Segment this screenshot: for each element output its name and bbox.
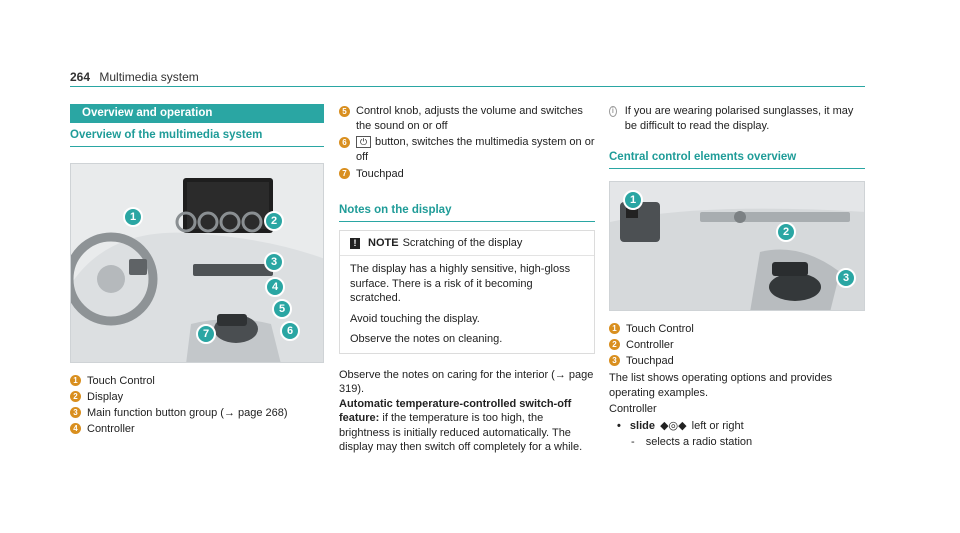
number-badge: 4 bbox=[70, 423, 81, 434]
options-paragraph: The list shows operating options and pro… bbox=[609, 372, 833, 399]
dash-marker: - bbox=[631, 436, 635, 448]
callout-1: 1 bbox=[623, 190, 643, 210]
overview-heading: Overview of the multimedia system bbox=[70, 129, 324, 147]
number-badge: 5 bbox=[339, 106, 350, 117]
number-badge: 2 bbox=[609, 339, 620, 350]
number-badge: 1 bbox=[609, 323, 620, 334]
list-item: 2 Display bbox=[70, 389, 324, 405]
page-number: 264 bbox=[70, 70, 91, 84]
column-1: Overview and operation Overview of the m… bbox=[70, 104, 324, 437]
number-badge: 3 bbox=[609, 355, 620, 366]
legend-list-continued: 5 Control knob, adjusts the volume and sw… bbox=[339, 104, 595, 182]
section-name: Multimedia system bbox=[99, 70, 199, 84]
number-badge: 3 bbox=[70, 407, 81, 418]
item-text: Touchpad bbox=[356, 168, 404, 180]
list-item: 2 Controller bbox=[609, 337, 865, 353]
console-figure: 1 2 3 bbox=[609, 181, 865, 311]
slide-left-right-icon: ◆◎◆ bbox=[660, 419, 687, 432]
power-icon: ⏻ bbox=[356, 136, 371, 148]
callout-2: 2 bbox=[264, 211, 284, 231]
item-text: Touch Control bbox=[87, 375, 155, 387]
page-header: 264 Multimedia system bbox=[70, 70, 199, 84]
bullet-dot: • bbox=[617, 419, 621, 432]
console-illustration bbox=[610, 182, 864, 310]
note-body: The display has a highly sensitive, high… bbox=[340, 256, 594, 353]
callout-6: 6 bbox=[280, 321, 300, 341]
care-paragraph: Observe the notes on caring for the inte… bbox=[339, 368, 594, 396]
note-box: ! NOTE Scratching of the display The dis… bbox=[339, 230, 595, 354]
legend-list: 1 Touch Control 2 Display 3 Main function b… bbox=[70, 373, 324, 437]
auto-switchoff-paragraph: Automatic temperature-controlled switch-… bbox=[339, 397, 595, 455]
item-text: Control knob, adjusts the volume and swi… bbox=[356, 105, 583, 132]
item-text: Main function button group (→ page 268) bbox=[87, 407, 288, 419]
controls-legend: 1 Touch Control 2 Controller 3 Touchpad bbox=[609, 321, 865, 369]
note-title: Scratching of the display bbox=[402, 237, 523, 249]
callout-2: 2 bbox=[776, 222, 796, 242]
item-text: button, switches the multimedia system o… bbox=[356, 136, 595, 163]
info-text: If you are wearing polarised sunglasses,… bbox=[624, 105, 854, 132]
column-2: 5 Control knob, adjusts the volume and sw… bbox=[339, 104, 595, 455]
note-paragraph: Avoid touching the display. bbox=[350, 312, 480, 325]
list-item: 7 Touchpad bbox=[339, 166, 595, 182]
number-badge: 6 bbox=[339, 137, 350, 148]
info-icon: i bbox=[609, 106, 617, 117]
sub-bullet-item: - selects a radio station bbox=[609, 435, 865, 450]
list-item: 1 Touch Control bbox=[70, 373, 324, 389]
callout-3: 3 bbox=[264, 252, 284, 272]
list-item: 1 Touch Control bbox=[609, 321, 865, 337]
bullet-action: slide bbox=[629, 419, 655, 432]
sub-bullet-text: selects a radio station bbox=[645, 436, 753, 448]
dashboard-illustration bbox=[71, 164, 323, 362]
column-3: i If you are wearing polarised sunglasse… bbox=[609, 104, 865, 450]
bullet-text: left or right bbox=[691, 419, 744, 432]
item-text: Touchpad bbox=[626, 355, 674, 367]
central-controls-heading: Central control elements overview bbox=[609, 151, 865, 169]
callout-5: 5 bbox=[272, 299, 292, 319]
controller-label: Controller bbox=[609, 403, 657, 415]
callout-7: 7 bbox=[196, 324, 216, 344]
warning-icon: ! bbox=[350, 237, 360, 249]
note-paragraph: Observe the notes on cleaning. bbox=[350, 333, 503, 345]
number-badge: 1 bbox=[70, 375, 81, 386]
item-text: Controller bbox=[87, 423, 135, 435]
callout-1: 1 bbox=[123, 207, 143, 227]
list-item: 5 Control knob, adjusts the volume and sw… bbox=[339, 104, 595, 133]
item-text: Display bbox=[87, 391, 124, 403]
bullet-item: • slide ◆◎◆ left or right bbox=[609, 419, 865, 434]
feature-label: Automatic temperature-controlled switch-… bbox=[339, 397, 572, 425]
note-paragraph: The display has a highly sensitive, high… bbox=[350, 263, 571, 304]
list-item: 4 Controller bbox=[70, 421, 324, 437]
dashboard-figure: 1 2 3 4 5 6 7 bbox=[70, 163, 324, 363]
note-label: NOTE bbox=[368, 237, 399, 249]
info-paragraph: i If you are wearing polarised sunglasse… bbox=[609, 104, 865, 133]
number-badge: 7 bbox=[339, 168, 350, 179]
list-item: 6 ⏻button, switches the multimedia system… bbox=[339, 135, 595, 164]
display-notes-heading: Notes on the display bbox=[339, 204, 595, 222]
number-badge: 2 bbox=[70, 391, 81, 402]
list-item: 3 Touchpad bbox=[609, 353, 865, 369]
note-header: ! NOTE Scratching of the display bbox=[340, 231, 594, 256]
item-text: Touch Control bbox=[626, 323, 694, 335]
header-rule bbox=[70, 86, 865, 87]
item-text: Controller bbox=[626, 339, 674, 351]
callout-3: 3 bbox=[836, 268, 856, 288]
feature-text: if the temperature is too high, the brig… bbox=[339, 412, 583, 453]
section-bar: Overview and operation bbox=[70, 104, 324, 123]
list-item: 3 Main function button group (→ page 268) bbox=[70, 405, 324, 421]
callout-4: 4 bbox=[265, 277, 285, 297]
